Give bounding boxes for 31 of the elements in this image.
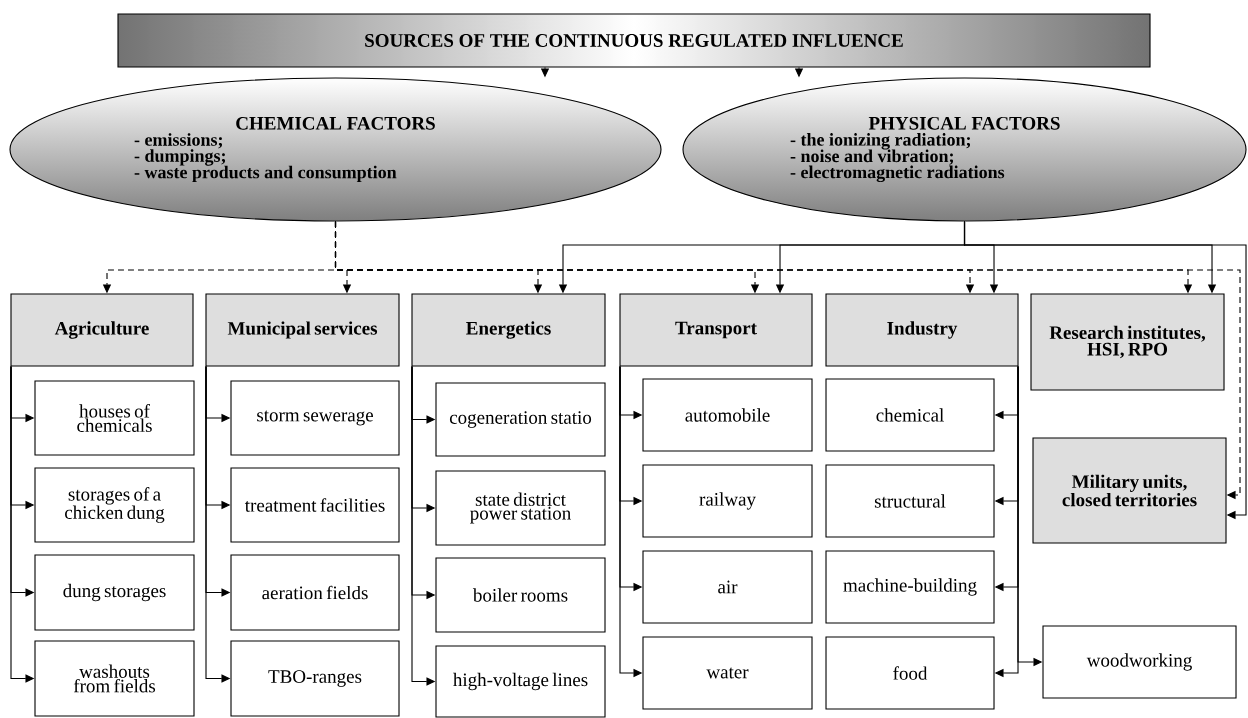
item-box: food: [825, 636, 995, 710]
item-box: machine-building: [825, 550, 995, 624]
item-box: storm sewerage: [230, 380, 400, 456]
item-box: cogeneration statio: [435, 382, 606, 457]
item-box: automobile: [642, 378, 813, 452]
item-box: washouts from fields: [34, 640, 195, 717]
sector-box: Energetics: [411, 293, 606, 367]
item-box: chemical: [825, 378, 995, 452]
item-box: railway: [642, 464, 813, 538]
item-box: treatment facilities: [230, 467, 400, 543]
sector-box: Agriculture: [10, 293, 194, 367]
item-box: TBO-ranges: [230, 640, 400, 717]
item-box: houses of chemicals: [34, 380, 195, 456]
item-box: high-voltage lines: [435, 645, 606, 718]
item-box: boiler rooms: [435, 557, 606, 633]
item-box: woodworking: [1042, 625, 1237, 699]
item-box: water: [642, 636, 813, 710]
arrow: [334, 221, 1241, 500]
sector-box: Military units, closed territories: [1032, 437, 1227, 544]
sector-box: Research institutes, HSI, RPO: [1030, 293, 1225, 391]
sector-box: Industry: [825, 293, 1019, 367]
item-box: air: [642, 550, 813, 624]
sector-box: Municipal services: [205, 293, 400, 367]
item-box: structural: [825, 464, 995, 538]
arrow: [963, 221, 1247, 520]
item-box: storages of a chicken dung: [34, 467, 195, 543]
item-box: dung storages: [34, 554, 195, 631]
sector-box: Transport: [619, 293, 813, 367]
item-box: aeration fields: [230, 554, 400, 631]
title-box: SOURCES OF THE CONTINUOUS REGULATED INFLUENCE: [117, 13, 1151, 68]
item-box: state district power station: [435, 470, 606, 546]
